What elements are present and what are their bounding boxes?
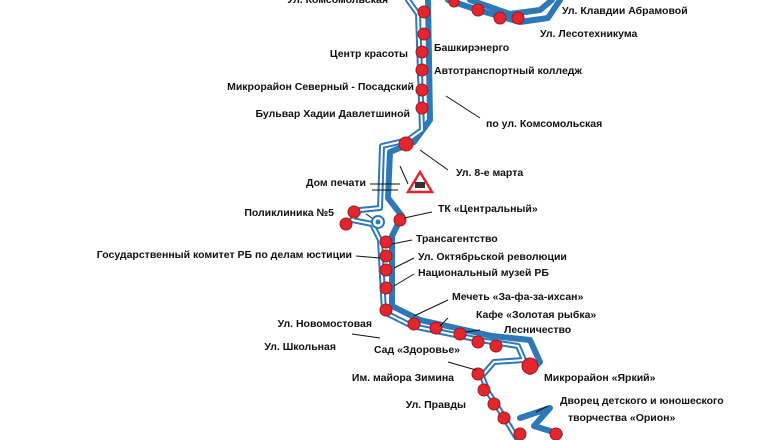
stop-label-bulvar: Бульвар Хадии Давлетшиной [256, 108, 411, 120]
bus-stop [417, 27, 431, 41]
bus-stop [339, 217, 353, 231]
stop-label-pravdy: Ул. Правды [406, 399, 466, 411]
label-leaders [351, 95, 549, 413]
bus-stop [417, 5, 431, 19]
bus-stop [471, 335, 485, 349]
stop-label-dvorets-1: Дворец детского и юношеского [560, 395, 724, 407]
stop-label-novomostovaya: Ул. Новомостовая [278, 318, 372, 330]
stop-label-dvorets-2: творчества «Орион» [568, 412, 676, 424]
stop-label-zimina: Им. майора Зимина [352, 372, 454, 384]
stop-label-lesnichestvo: Лесничество [504, 324, 571, 336]
bus-stop [487, 397, 501, 411]
transfer-circle-icon [371, 215, 385, 229]
bus-stop [429, 321, 443, 335]
stop-label-goskomitet: Государственный комитет РБ по делам юсти… [97, 249, 352, 261]
stop-label-po-komsomolskaya: по ул. Комсомольская [486, 118, 602, 130]
warning-triangle-icon [405, 169, 435, 194]
stop-label-muzey: Национальный музей РБ [418, 267, 549, 279]
bus-stop [393, 213, 407, 227]
bus-stop [521, 357, 539, 375]
stop-label-sad: Сад «Здоровье» [374, 344, 460, 356]
bus-stop [448, 0, 460, 8]
bus-stops [339, 0, 563, 440]
stop-label-8-marta: Ул. 8-е марта [456, 167, 523, 179]
stop-label-tsentr-krasoty: Центр красоты [330, 48, 408, 60]
stop-label-lesotekh: Ул. Лесотехникума [540, 28, 638, 40]
bus-stop [379, 235, 393, 249]
stop-label-kafe: Кафе «Золотая рыбка» [476, 309, 596, 321]
route-ticks [370, 183, 400, 191]
bus-stop [489, 339, 503, 353]
stop-label-klavdii: Ул. Клавдии Абрамовой [562, 5, 688, 17]
stop-label-mikrorayon-severny: Микрорайон Северный - Посадский [227, 81, 414, 93]
stop-label-avtotransport: Автотранспортный колледж [434, 65, 582, 77]
stop-label-komsomolskaya: Ул. Комсомольская [287, 0, 388, 6]
bus-stop [477, 383, 491, 397]
stop-label-transagentstvo: Трансагентство [416, 233, 498, 245]
bus-stop [511, 11, 525, 25]
stop-label-poliklinika: Поликлиника №5 [244, 207, 334, 219]
bus-stop [415, 63, 429, 77]
bus-stop [453, 327, 467, 341]
bus-stop [398, 136, 414, 152]
stop-label-tk-tsentralny: ТК «Центральный» [438, 203, 538, 215]
stop-label-dom-pechati: Дом печати [306, 177, 366, 189]
bus-stop [379, 303, 393, 317]
bus-stop [379, 281, 393, 295]
bus-stop [471, 3, 485, 17]
bus-stop [415, 83, 429, 97]
bus-stop [497, 411, 511, 425]
bus-stop [513, 427, 527, 440]
bus-stop [471, 367, 485, 381]
bus-stop [407, 317, 421, 331]
stop-label-yarkiy: Микрорайон «Яркий» [544, 372, 656, 384]
stop-label-shkolnaya: Ул. Школьная [264, 341, 336, 353]
bus-stop [415, 101, 429, 115]
stop-label-oktyabrskoy: Ул. Октябрьской революции [418, 251, 567, 263]
bus-stop [379, 263, 393, 277]
bus-stop [549, 427, 563, 440]
bus-stop [347, 205, 361, 219]
bus-stop [415, 45, 429, 59]
stop-label-mechet: Мечеть «За-фа-за-ихсан» [452, 291, 584, 303]
bus-stop [379, 249, 393, 263]
bus-stop [493, 11, 507, 25]
stop-label-bashkirenergo: Башкирэнерго [434, 42, 509, 54]
